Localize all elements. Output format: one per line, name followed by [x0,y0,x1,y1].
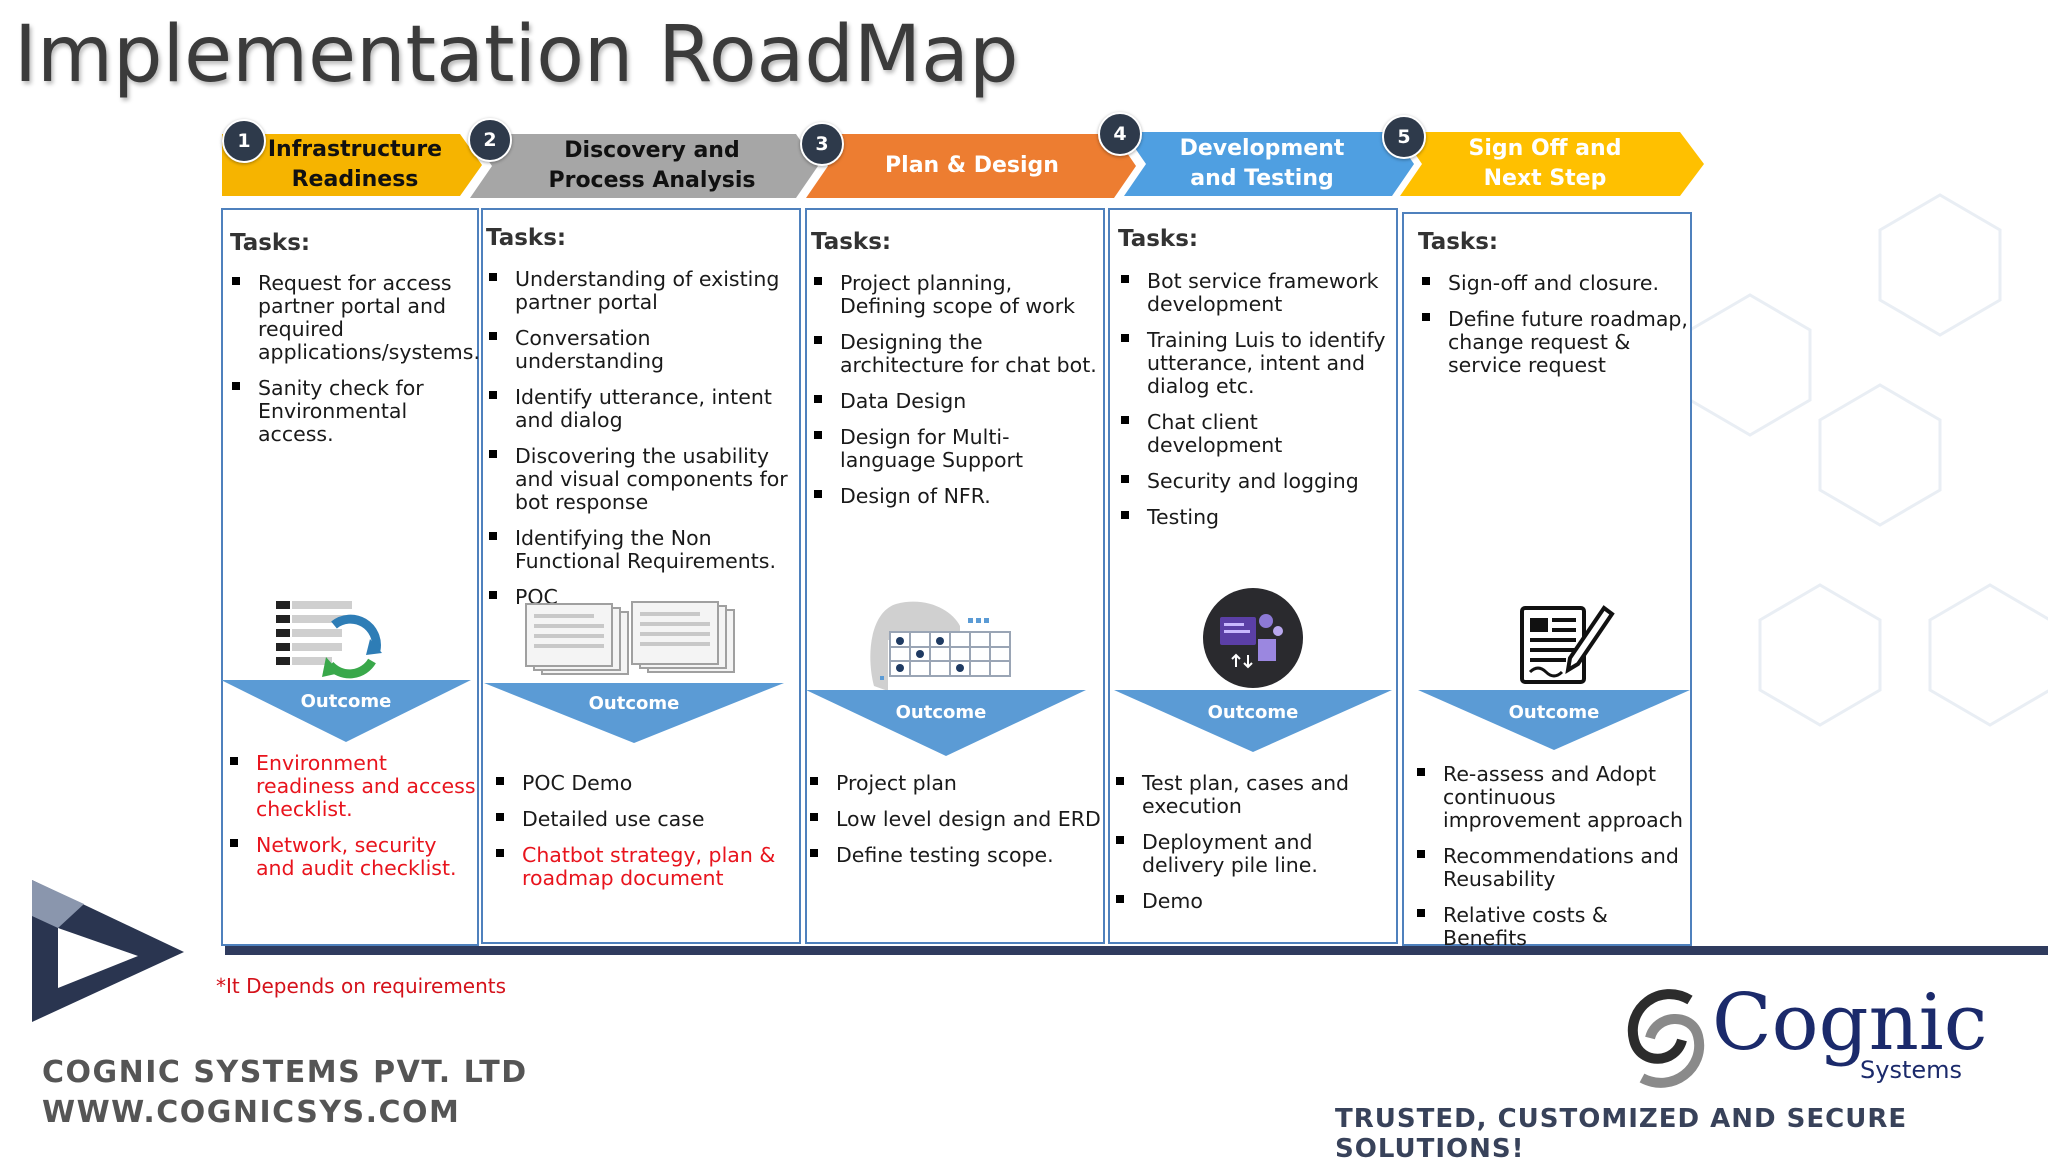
phase-4-outcome-label: Outcome [1207,702,1299,723]
phase-4-arrow [1124,132,1414,196]
requirements-note: *It Depends on requirements [216,974,507,998]
phase-4-label: Development and Testing [1179,136,1345,191]
list-item: Environment readiness and access checkli… [226,752,478,821]
phase-5-outcome-list: Re-assess and Adopt continuous improveme… [1413,763,1691,963]
phase-3-outcome-arrow [806,690,1086,756]
list-item: Re-assess and Adopt continuous improveme… [1413,763,1691,832]
list-item: Low level design and ERD [806,808,1102,831]
phase-2-outcome-arrow [484,683,784,743]
list-item: Project planning, Defining scope of work [810,272,1102,318]
cognic-logo-icon [1627,989,1705,1088]
cognic-logo-subtext: Systems [1860,1056,1962,1084]
company-tagline: TRUSTED, CUSTOMIZED AND SECURE SOLUTIONS… [1335,1104,1908,1164]
phase-5-column [1402,212,1692,946]
list-item: Bot service framework development [1117,270,1397,316]
phase-4-outcome-arrow [1114,690,1392,752]
phase-3-outcome-list: Project plan Low level design and ERD De… [806,772,1102,880]
phase-1-outcome-list: Environment readiness and access checkli… [226,752,478,893]
phase-1-task-list: Request for access partner portal and re… [228,272,480,459]
phase-5-arrow [1400,132,1704,196]
phase-2-task-list: Understanding of existing partner portal… [485,268,797,622]
list-item: Training Luis to identify utterance, int… [1117,329,1397,398]
list-item: Identifying the Non Functional Requireme… [485,527,797,573]
phase-3-arrow [806,134,1136,198]
phase-3-tasks-heading: Tasks: [811,229,892,255]
list-item: Test plan, cases and execution [1112,772,1396,818]
list-item: Project plan [806,772,1102,795]
list-item: Sign-off and closure. [1418,272,1690,295]
phase-2-label: Discovery and Process Analysis [548,138,756,193]
development-icon [1203,588,1303,688]
company-website[interactable]: WWW.COGNICSYS.COM [42,1095,461,1130]
phase-5-outcome-arrow [1418,690,1690,750]
list-item: Design for Multi-language Support [810,426,1102,472]
list-item: Define testing scope. [806,844,1102,867]
data-design-icon [870,601,1011,691]
phase-5-outcome-label: Outcome [1508,702,1600,723]
list-item: Testing [1117,506,1397,529]
phase-4-tasks-heading: Tasks: [1118,226,1199,252]
list-item: Designing the architecture for chat bot. [810,331,1102,377]
phase-5-tasks-heading: Tasks: [1418,229,1499,255]
list-item: POC [485,586,797,609]
page-title: Implementation RoadMap [14,10,1019,100]
phase-4-column [1108,208,1398,944]
phase-2-column [481,208,801,944]
company-name: COGNIC SYSTEMS PVT. LTD [42,1055,528,1090]
play-logo-icon [32,880,184,1022]
phase-2-tasks-heading: Tasks: [486,225,567,251]
phase-3-badge: 3 [800,122,844,166]
phase-4-outcome-list: Test plan, cases and execution Deploymen… [1112,772,1396,926]
checklist-refresh-icon [276,601,382,679]
list-item: Chatbot strategy, plan & roadmap documen… [492,844,798,890]
list-item: Detailed use case [492,808,798,831]
phase-2-arrow [470,134,818,198]
phase-3-column [805,208,1105,944]
list-item: Recommendations and Reusability [1413,845,1691,891]
bottom-divider-bar [225,946,2048,955]
phase-4-task-list: Bot service framework development Traini… [1117,270,1397,542]
phase-2-badge: 2 [468,118,512,162]
phase-1-tasks-heading: Tasks: [230,230,311,256]
list-item: Data Design [810,390,1102,413]
phase-2-outcome-label: Outcome [588,693,680,714]
cognic-logo-text: Cognic [1712,978,1988,1068]
phase-3-task-list: Project planning, Defining scope of work… [810,272,1102,521]
phase-1-label: Infrastructure Readiness [267,137,443,192]
phase-5-badge: 5 [1382,115,1426,159]
list-item: Conversation understanding [485,327,797,373]
phase-3-label: Plan & Design [885,153,1059,178]
list-item: Design of NFR. [810,485,1102,508]
documents-icon [525,601,735,675]
list-item: Chat client development [1117,411,1397,457]
list-item: Request for access partner portal and re… [228,272,480,364]
list-item: Define future roadmap, change request & … [1418,308,1690,377]
phase-1-outcome-label: Outcome [300,691,392,712]
phase-2-outcome-list: POC Demo Detailed use case Chatbot strat… [492,772,798,903]
list-item: POC Demo [492,772,798,795]
phase-4-badge: 4 [1098,112,1142,156]
list-item: Security and logging [1117,470,1397,493]
list-item: Identify utterance, intent and dialog [485,386,797,432]
list-item: Understanding of existing partner portal [485,268,797,314]
list-item: Relative costs & Benefits [1413,904,1691,950]
phase-3-outcome-label: Outcome [895,702,987,723]
document-pen-icon [1520,605,1615,684]
list-item: Network, security and audit checklist. [226,834,478,880]
list-item: Discovering the usability and visual com… [485,445,797,514]
phase-5-label: Sign Off and Next Step [1468,136,1622,191]
phase-1-outcome-arrow [221,680,471,742]
phase-1-arrow [222,134,482,196]
list-item: Deployment and delivery pile line. [1112,831,1396,877]
phase-1-badge: 1 [222,119,266,163]
phase-1-column [221,208,479,946]
list-item: Sanity check for Environmental access. [228,377,478,446]
phase-5-task-list: Sign-off and closure. Define future road… [1418,272,1690,390]
list-item: Demo [1112,890,1396,913]
